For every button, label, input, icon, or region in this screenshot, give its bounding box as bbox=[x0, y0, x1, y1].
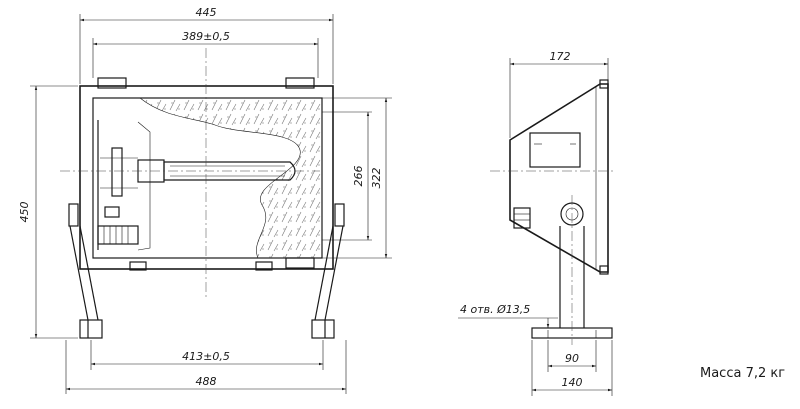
front-dimensions: 445 389±0,5 450 322 266 413±0,5 488 bbox=[18, 6, 392, 394]
dim-base-length: 140 bbox=[562, 376, 583, 389]
label-plate bbox=[104, 206, 120, 218]
side-housing bbox=[509, 83, 609, 273]
dim-hole-spacing: 90 bbox=[565, 352, 579, 365]
foot-right bbox=[311, 319, 335, 339]
dim-foot-span: 413±0,5 bbox=[182, 350, 230, 363]
top-bracket-left bbox=[97, 77, 127, 89]
bottom-bracket-right bbox=[285, 257, 315, 269]
front-view bbox=[60, 48, 345, 339]
glass-hatch bbox=[139, 97, 323, 259]
dim-mount-width: 389±0,5 bbox=[182, 30, 230, 43]
dim-overall-height: 450 bbox=[18, 202, 31, 223]
pivot-left bbox=[68, 203, 79, 227]
lamp-holder bbox=[111, 147, 123, 197]
dim-overall-width: 445 bbox=[196, 6, 217, 19]
bottom-clip-left bbox=[129, 261, 147, 271]
lamp-tube bbox=[163, 161, 296, 181]
mass-label: Масса 7,2 кг bbox=[700, 366, 786, 381]
top-bracket-right bbox=[285, 77, 315, 89]
leg-left bbox=[69, 225, 89, 338]
pivot-right bbox=[334, 203, 345, 227]
dim-reflector-height: 322 bbox=[370, 168, 383, 189]
side-view bbox=[490, 79, 615, 345]
side-dimensions: 172 4 отв. Ø13,5 90 140 bbox=[458, 50, 613, 396]
dim-base-width: 488 bbox=[196, 375, 217, 388]
housing-outline bbox=[79, 85, 334, 270]
side-label-plate bbox=[529, 132, 581, 168]
stand-post bbox=[559, 226, 585, 328]
dim-holes: 4 отв. Ø13,5 bbox=[460, 303, 530, 316]
foot-left bbox=[79, 319, 103, 339]
bottom-clip bbox=[255, 261, 273, 271]
dim-depth: 172 bbox=[550, 50, 571, 63]
terminal-block bbox=[97, 225, 139, 245]
dim-inner-height: 266 bbox=[352, 166, 365, 187]
cable-gland bbox=[513, 207, 531, 229]
